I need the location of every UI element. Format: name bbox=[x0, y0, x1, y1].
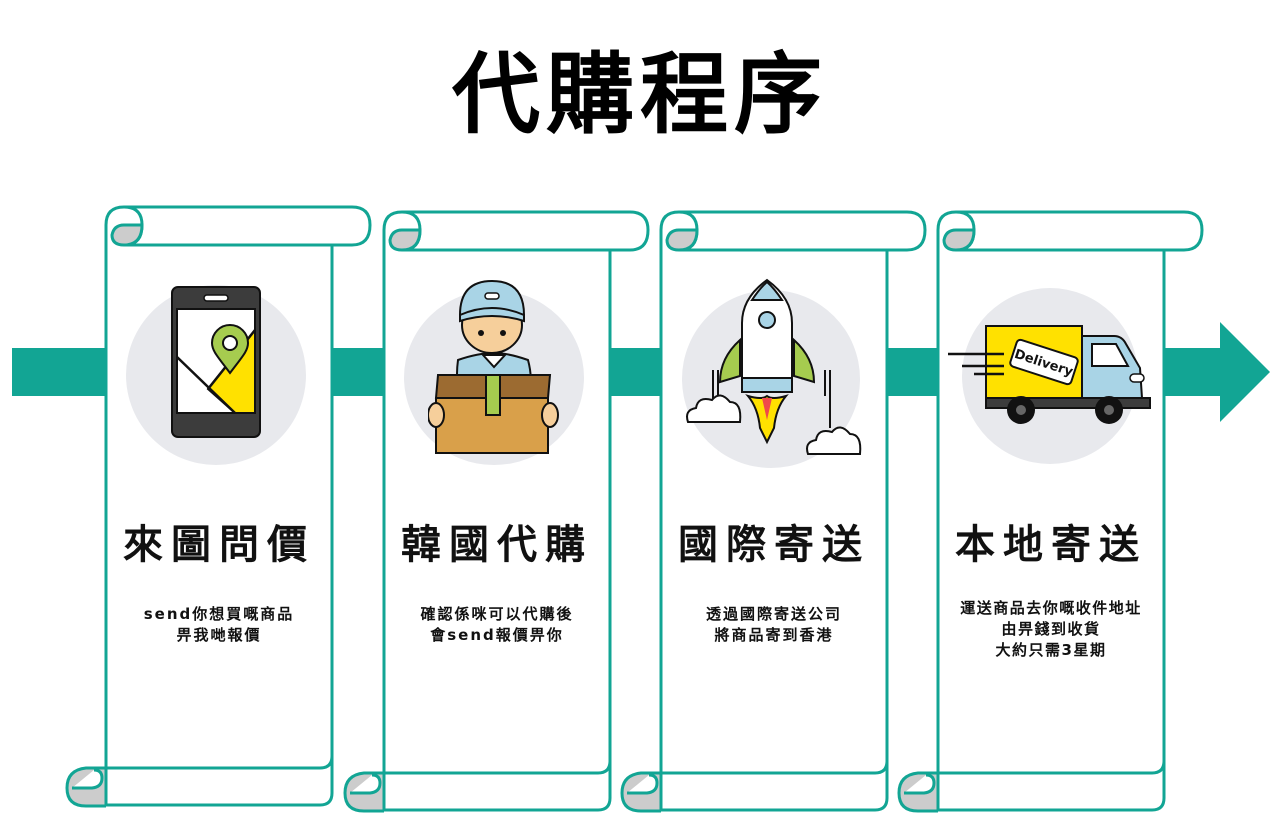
delivery-man-box-icon bbox=[428, 279, 559, 454]
step-1-description: send你想買嘅商品 畀我哋報價 bbox=[106, 604, 332, 646]
page-title: 代購程序 bbox=[451, 43, 828, 146]
step-3-title: 國際寄送 bbox=[678, 522, 870, 568]
arrow-head-icon bbox=[1220, 322, 1270, 422]
step-4-desc-line: 由畀錢到收貨 bbox=[1001, 620, 1101, 638]
step-3-description: 透過國際寄送公司 將商品寄到香港 bbox=[661, 604, 887, 646]
delivery-truck-icon: Delivery bbox=[948, 325, 1151, 424]
step-2-desc-line: 會send報價畀你 bbox=[430, 626, 564, 644]
timeline-bar-segment-2 bbox=[609, 348, 661, 396]
timeline-bar-start bbox=[12, 348, 106, 396]
timeline-bar-segment-3 bbox=[886, 348, 938, 396]
step-1-title: 來圖問價 bbox=[123, 522, 315, 568]
phone-map-pin-icon bbox=[171, 286, 261, 438]
timeline-bar-end bbox=[1164, 348, 1224, 396]
step-1-desc-line: 畀我哋報價 bbox=[176, 626, 262, 644]
timeline-bar-segment-1 bbox=[332, 348, 384, 396]
step-3-desc-line: 透過國際寄送公司 bbox=[705, 605, 842, 623]
step-4-desc-line: 運送商品去你嘅收件地址 bbox=[960, 599, 1142, 617]
step-4-title: 本地寄送 bbox=[955, 522, 1147, 568]
rocket-icon bbox=[686, 278, 862, 455]
step-2-description: 確認係咪可以代購後 會send報價畀你 bbox=[384, 604, 610, 646]
step-4-description: 運送商品去你嘅收件地址 由畀錢到收貨 大約只需3星期 bbox=[930, 598, 1172, 661]
step-1-desc-line: send你想買嘅商品 bbox=[143, 605, 295, 623]
step-4-desc-line: 大約只需3星期 bbox=[995, 641, 1107, 659]
step-2-title: 韓國代購 bbox=[401, 522, 593, 568]
step-2-desc-line: 確認係咪可以代購後 bbox=[420, 605, 574, 623]
step-3-desc-line: 將商品寄到香港 bbox=[714, 626, 834, 644]
